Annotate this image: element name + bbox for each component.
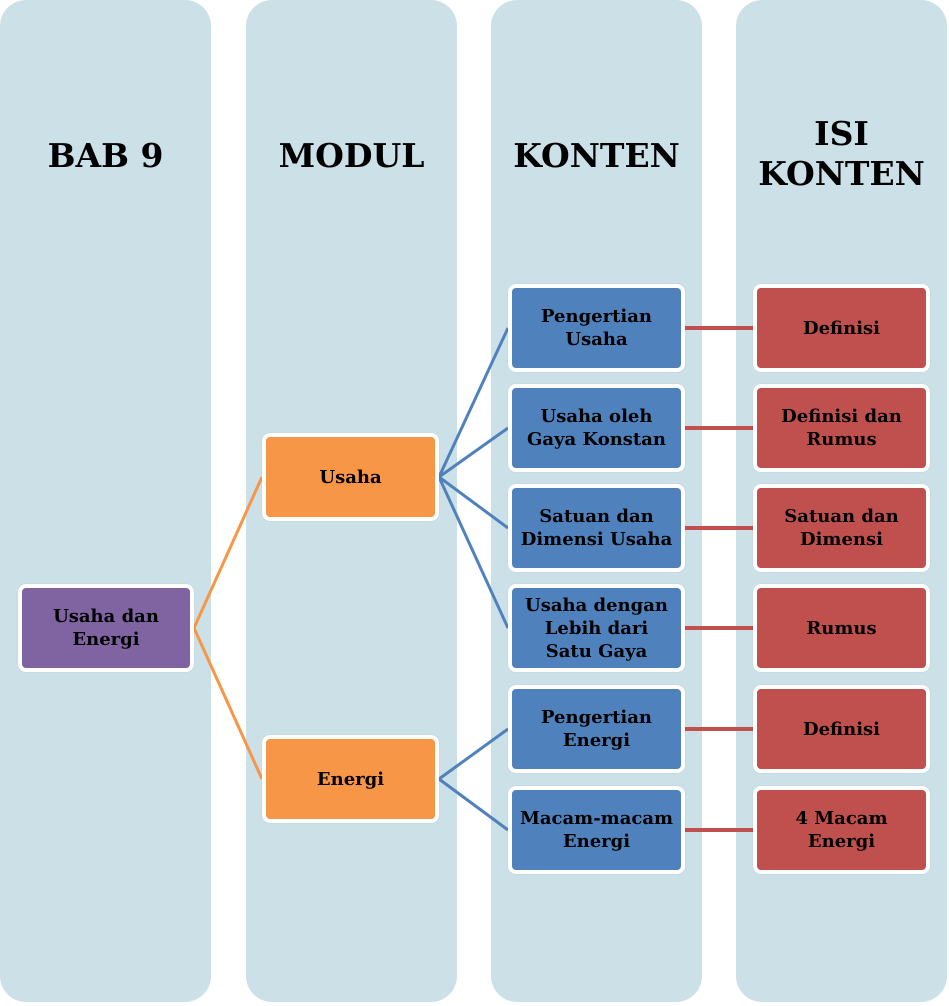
content-node[interactable]: Macam-macam Energi bbox=[508, 786, 685, 874]
detail-label: Definisi bbox=[802, 317, 881, 339]
module-content-link bbox=[438, 426, 509, 479]
module-content-link bbox=[438, 475, 509, 530]
module-content-link bbox=[437, 327, 510, 478]
detail-node[interactable]: Definisi dan Rumus bbox=[753, 384, 930, 472]
detail-node[interactable]: Rumus bbox=[753, 584, 930, 672]
content-label: Satuan dan Dimensi Usaha bbox=[520, 506, 673, 550]
column-title-konten: KONTEN bbox=[513, 136, 680, 175]
detail-label: Rumus bbox=[806, 617, 877, 639]
column-title-modul: MODUL bbox=[278, 136, 425, 175]
content-label: Pengertian Energi bbox=[540, 707, 652, 751]
detail-node[interactable]: Satuan dan Dimensi bbox=[753, 484, 930, 572]
content-node[interactable]: Usaha oleh Gaya Konstan bbox=[508, 384, 685, 472]
content-to-detail-links bbox=[685, 326, 753, 832]
column-title-bab: BAB 9 bbox=[47, 136, 164, 175]
chapter-label: Usaha dan Energi bbox=[53, 606, 159, 650]
column-title-isi-konten: ISI KONTEN bbox=[758, 114, 925, 193]
module-content-link bbox=[438, 727, 509, 781]
detail-node[interactable]: Definisi bbox=[753, 685, 930, 773]
detail-label: Definisi dan Rumus bbox=[781, 406, 902, 450]
content-node[interactable]: Satuan dan Dimensi Usaha bbox=[508, 484, 685, 572]
detail-label: 4 Macam Energi bbox=[795, 808, 888, 852]
content-label: Pengertian Usaha bbox=[540, 306, 652, 350]
module-label: Usaha bbox=[319, 466, 382, 488]
content-node[interactable]: Pengertian Energi bbox=[508, 685, 685, 773]
content-label: Macam-macam Energi bbox=[519, 808, 674, 852]
content-label: Usaha oleh Gaya Konstan bbox=[527, 406, 666, 450]
module-node-usaha[interactable]: Usaha bbox=[262, 433, 439, 521]
detail-node[interactable]: Definisi bbox=[753, 284, 930, 372]
detail-node[interactable]: 4 Macam Energi bbox=[753, 786, 930, 874]
chapter-module-link bbox=[192, 627, 264, 780]
content-node[interactable]: Usaha dengan Lebih dari Satu Gaya bbox=[508, 584, 685, 672]
detail-label: Definisi bbox=[802, 718, 881, 740]
module-content-link bbox=[438, 777, 509, 832]
module-label: Energi bbox=[316, 768, 385, 790]
content-node[interactable]: Pengertian Usaha bbox=[508, 284, 685, 372]
detail-label: Satuan dan Dimensi bbox=[784, 506, 899, 550]
chapter-node[interactable]: Usaha dan Energi bbox=[18, 584, 194, 672]
column-bab: BAB 9 bbox=[0, 0, 211, 1002]
chapter-to-module-links bbox=[192, 476, 264, 780]
module-content-link bbox=[437, 476, 510, 629]
module-node-energi[interactable]: Energi bbox=[262, 735, 439, 823]
content-label: Usaha dengan Lebih dari Satu Gaya bbox=[525, 594, 668, 662]
module-to-content-links bbox=[437, 327, 510, 832]
chapter-module-link bbox=[192, 476, 264, 629]
